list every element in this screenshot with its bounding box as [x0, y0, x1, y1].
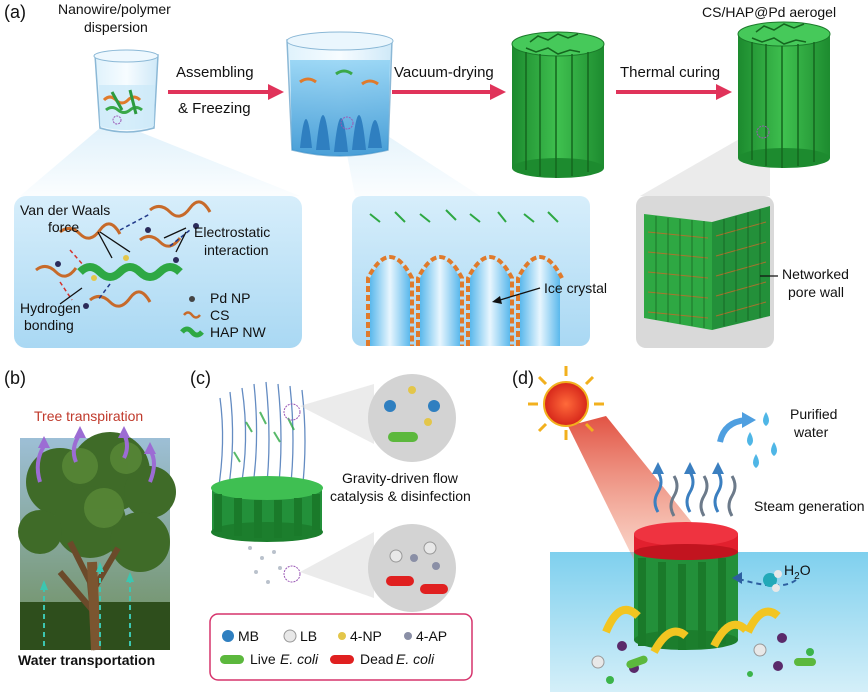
- panel-b-label: (b): [4, 368, 26, 388]
- steam-generation-label: Steam generation: [754, 498, 865, 514]
- h2o-label: H2O: [784, 562, 811, 582]
- lb-icon: [283, 629, 297, 643]
- mb-icon: [222, 630, 234, 642]
- arrow2-label: Vacuum-drying: [394, 64, 494, 81]
- legend-4np: 4-NP: [350, 628, 382, 644]
- cs-icon: [183, 311, 201, 319]
- ice-crystal-label: Ice crystal: [544, 280, 608, 296]
- h2o-subscript: 2: [794, 570, 800, 582]
- zoom-circle-after: [368, 524, 456, 612]
- legend-4ap: 4-AP: [416, 628, 448, 644]
- inset-ice-crystal: [352, 196, 590, 346]
- hap-nw-icon: [180, 326, 204, 338]
- arrow3-label: Thermal curing: [620, 64, 721, 81]
- purified-water-line1: Purified: [790, 406, 838, 422]
- inset-interactions: [14, 196, 302, 348]
- arrow1-label-line1: Assembling: [176, 64, 254, 81]
- legend-box: [209, 613, 473, 681]
- pore-wall-label-line1: Networked: [782, 266, 849, 282]
- panel-b: (b) Tree transpiration Water transportat…: [0, 362, 190, 692]
- 4np-icon: [338, 632, 346, 640]
- pore-wall-label-line2: pore wall: [788, 284, 845, 300]
- caption-line1: Gravity-driven flow: [342, 470, 458, 486]
- vdw-label-line2: force: [48, 219, 80, 235]
- dead-ecoli-icon: [330, 655, 354, 664]
- hydrogen-label-line1: Hydrogen: [20, 300, 81, 316]
- purified-water-line2: water: [794, 424, 829, 440]
- legend-lb: LB: [300, 628, 318, 644]
- legend-cs: CS: [210, 307, 230, 323]
- panel-a-label: (a): [4, 2, 26, 22]
- gear-filter: [211, 476, 323, 542]
- sun-icon: [528, 366, 604, 440]
- process-arrows: [168, 84, 732, 100]
- pd-np-icon: [189, 296, 195, 302]
- legend-live: Live: [250, 651, 276, 667]
- live-ecoli-icon: [220, 655, 244, 664]
- aerogel-dried: [511, 31, 605, 178]
- panel-c-graphics: [209, 374, 473, 681]
- panel-c-label: (c): [190, 368, 211, 388]
- stage1-title-line2: dispersion: [84, 19, 148, 35]
- aerogel-cured: [737, 21, 831, 168]
- arrow1-label-line2: & Freezing: [178, 100, 251, 117]
- inset-pore-wall: [636, 196, 778, 348]
- vdw-label-line1: Van der Waals: [20, 202, 111, 218]
- stage1-title-line1: Nanowire/polymer: [58, 1, 171, 17]
- electrostatic-label-line1: Electrostatic: [194, 224, 271, 240]
- projection-cone-3: [640, 130, 770, 196]
- legend-pd-np: Pd NP: [210, 290, 251, 306]
- h2o-o: O: [799, 562, 811, 578]
- panel-d-graphics: [528, 366, 868, 692]
- legend-mb: MB: [238, 628, 259, 644]
- tree-photo: [18, 426, 176, 651]
- projection-cone-1: [20, 128, 300, 196]
- beaker-dispersion: [93, 49, 159, 133]
- hydrogen-label-line2: bonding: [24, 317, 74, 333]
- legend-dead-ecoli: E. coli: [396, 651, 435, 667]
- stage4-title: CS/HAP@Pd aerogel: [702, 4, 837, 20]
- legend-hap-nw: HAP NW: [210, 324, 266, 340]
- panel-c: (c) Gravity-driven flow catalysis & disi…: [190, 362, 510, 692]
- panel-a-graphics: [14, 21, 831, 348]
- beaker-freezing: [286, 31, 394, 157]
- water-transportation-label: Water transportation: [18, 652, 156, 668]
- h2o-h: H: [784, 562, 795, 578]
- panel-a: (a) Nanowire/polymer dispersion Assembli…: [4, 1, 849, 348]
- caption-line2: catalysis & disinfection: [330, 488, 471, 504]
- legend-dead: Dead: [360, 651, 394, 667]
- panel-d-label: (d): [512, 368, 534, 388]
- 4ap-icon: [404, 632, 412, 640]
- evaporator-device: [634, 522, 738, 650]
- electrostatic-label-line2: interaction: [204, 242, 269, 258]
- tree-transpiration-label: Tree transpiration: [34, 408, 144, 424]
- legend-live-ecoli: E. coli: [280, 651, 319, 667]
- panel-d: (d) Purified water Steam generation H2O: [510, 362, 868, 692]
